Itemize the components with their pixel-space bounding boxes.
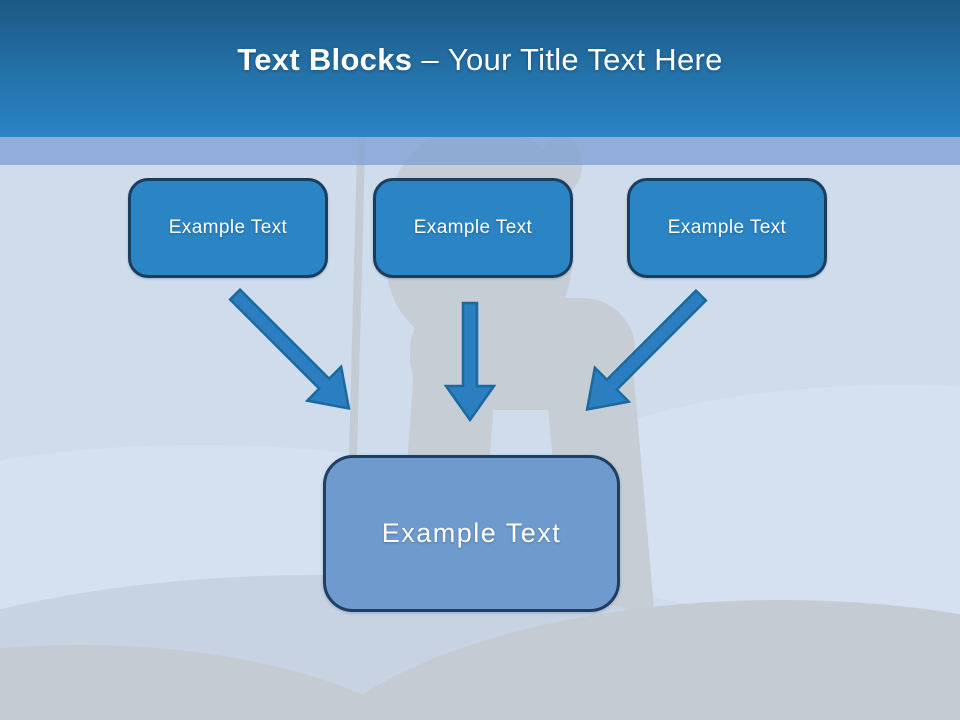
- background-hill-gray-left: [0, 645, 460, 720]
- hiker-staff-silhouette: [348, 133, 366, 473]
- target-text-block-label: Example Text: [381, 518, 562, 548]
- text-block-3[interactable]: Example Text: [627, 178, 827, 278]
- target-text-block[interactable]: Example Text: [323, 455, 620, 612]
- text-block-2-label: Example Text: [413, 217, 533, 238]
- text-block-1-label: Example Text: [168, 217, 288, 238]
- connector-arrow-down-right-icon[interactable]: [215, 275, 368, 428]
- connector-arrow-down-icon[interactable]: [444, 301, 496, 422]
- slide-header: Text Blocks–Your Title Text Here: [0, 0, 960, 137]
- background-hill-gray-right: [280, 600, 960, 720]
- text-block-3-label: Example Text: [667, 217, 787, 238]
- header-accent-band: [0, 137, 960, 165]
- text-block-1[interactable]: Example Text: [128, 178, 328, 278]
- title-topic: Text Blocks: [237, 41, 413, 77]
- title-placeholder-text: Your Title Text Here: [447, 41, 723, 77]
- connector-arrow-down-left-icon[interactable]: [567, 276, 720, 429]
- text-block-2[interactable]: Example Text: [373, 178, 573, 278]
- page-title: Text Blocks–Your Title Text Here: [237, 42, 722, 78]
- title-dash: –: [421, 41, 439, 77]
